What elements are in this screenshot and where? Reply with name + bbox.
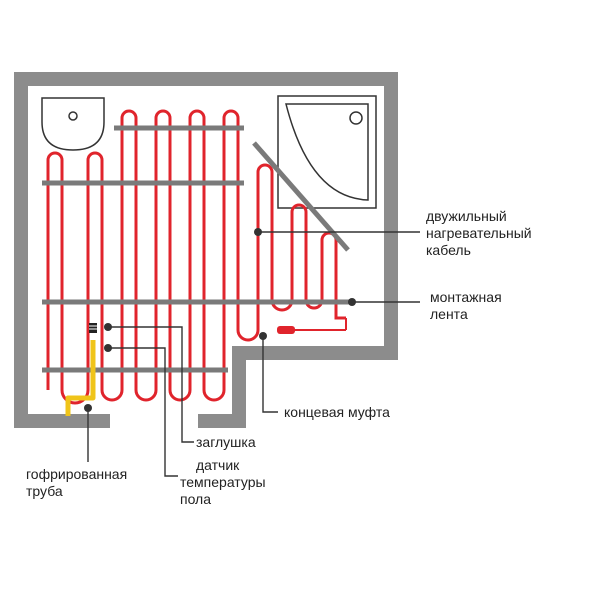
label-line: пола: [180, 491, 211, 507]
sensor-head: [89, 323, 97, 333]
label-line: труба: [26, 483, 63, 499]
wall-inner-vertical: [232, 346, 246, 428]
mounting-tape-group: [42, 125, 352, 373]
label-line: кабель: [426, 242, 471, 258]
label-heating-cable: двужильный нагревательный кабель: [426, 208, 536, 258]
shower-tray: [277, 95, 377, 209]
cold-lead: [277, 318, 347, 334]
washbasin-drain: [68, 111, 78, 121]
wall-left: [14, 72, 28, 428]
leader-sensor: [108, 347, 178, 477]
label-line: температуры: [180, 474, 266, 490]
wall-inner-horizontal: [232, 346, 398, 360]
leader-end-sleeve: [262, 336, 278, 413]
washbasin: [41, 97, 105, 151]
label-plug: заглушка: [196, 434, 256, 450]
shower-tray-inner: [285, 103, 369, 201]
end-sleeve-marker: [277, 326, 295, 334]
label-line: гофрированная: [26, 466, 127, 482]
leader-dot-sensor: [104, 344, 112, 352]
wall-bottom-right: [198, 414, 246, 428]
heating-cable: [46, 109, 240, 405]
shower-drain: [349, 111, 363, 125]
label-line: лента: [430, 306, 468, 322]
leader-dot-tape: [348, 298, 356, 306]
corrugated-conduit: [65, 323, 97, 416]
leader-dot-conduit: [84, 404, 92, 412]
label-line: двужильный: [426, 208, 507, 224]
labels: двужильный нагревательный кабель монтажн…: [26, 208, 536, 507]
label-line: концевая муфта: [284, 404, 390, 420]
leader-plug: [108, 326, 194, 443]
room-walls: [14, 72, 398, 428]
label-line: датчик: [196, 457, 240, 473]
heating-cable-connector: [236, 300, 346, 342]
wall-top: [14, 72, 398, 86]
wall-bottom-left: [14, 414, 110, 428]
label-mounting-tape: монтажная лента: [430, 289, 506, 322]
label-line: нагревательный: [426, 225, 532, 241]
leader-dot-end-sleeve: [259, 332, 267, 340]
label-corrugated-conduit: гофрированная труба: [26, 466, 131, 499]
label-floor-sensor: датчик температуры пола: [180, 457, 269, 507]
conduit-pipe: [65, 340, 96, 416]
washbasin-outline: [41, 97, 105, 151]
wall-right: [384, 72, 398, 360]
leader-dot-cable: [254, 228, 262, 236]
label-line: заглушка: [196, 434, 256, 450]
leader-dot-plug: [104, 323, 112, 331]
label-line: монтажная: [430, 289, 502, 305]
label-end-sleeve: концевая муфта: [284, 404, 390, 420]
leader-lines: [84, 228, 420, 477]
